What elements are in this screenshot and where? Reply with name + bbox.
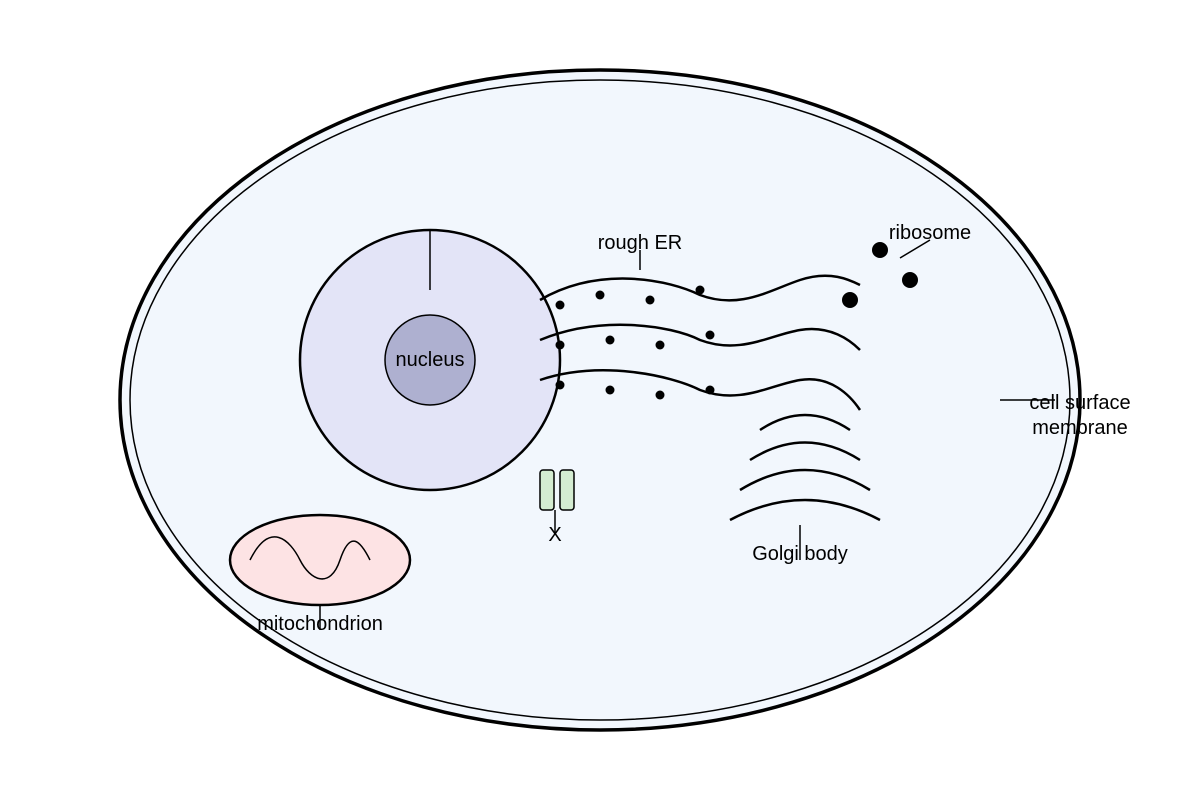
golgi-cisterna-1 [759, 413, 851, 432]
ribosome-label: ribosome [889, 222, 971, 244]
rough-er-membrane-3 [539, 369, 862, 411]
golgi-cisterna-3 [739, 468, 871, 492]
mitochondrion [228, 513, 412, 607]
cell-membrane-inner [129, 79, 1071, 721]
nucleus-label: nucleus [396, 349, 465, 371]
er-ribosome-dot [595, 290, 605, 300]
rough-er-label: rough ER [598, 232, 683, 254]
er-ribosome-dot [695, 285, 705, 295]
er-ribosomes [555, 285, 715, 400]
free-ribosomes [842, 242, 918, 308]
rough-er [539, 274, 862, 411]
free-ribosome [842, 292, 858, 308]
er-ribosome-dot [705, 330, 715, 340]
er-ribosome-dot [605, 385, 615, 395]
golgi-cisterna-2 [749, 441, 861, 462]
er-ribosome-dot [645, 295, 655, 305]
centrioles [539, 469, 575, 511]
centriole-left [539, 469, 555, 511]
centriole-right [559, 469, 575, 511]
er-ribosome-dot [655, 390, 665, 400]
er-ribosome-dot [555, 380, 565, 390]
nucleolus [384, 314, 476, 406]
golgi-label: Golgi body [752, 543, 848, 565]
free-ribosome [872, 242, 888, 258]
rough-er-membrane-2 [539, 323, 861, 351]
er-ribosome-dot [605, 335, 615, 345]
membrane-label-line2: membrane [1032, 417, 1128, 439]
mitochondrion-label: mitochondrion [257, 613, 383, 635]
er-ribosome-dot [705, 385, 715, 395]
membrane-label-line1: cell surface [1029, 392, 1130, 414]
golgi-body [729, 413, 881, 522]
rough-er-membrane-1 [539, 274, 861, 302]
centriole-label: X [548, 524, 561, 546]
golgi-cisterna-4 [729, 498, 881, 522]
mitochondrion-crista [249, 536, 371, 580]
er-ribosome-dot [555, 300, 565, 310]
free-ribosome [902, 272, 918, 288]
er-ribosome-dot [655, 340, 665, 350]
er-ribosome-dot [555, 340, 565, 350]
ribosome-leader-line [899, 239, 931, 259]
